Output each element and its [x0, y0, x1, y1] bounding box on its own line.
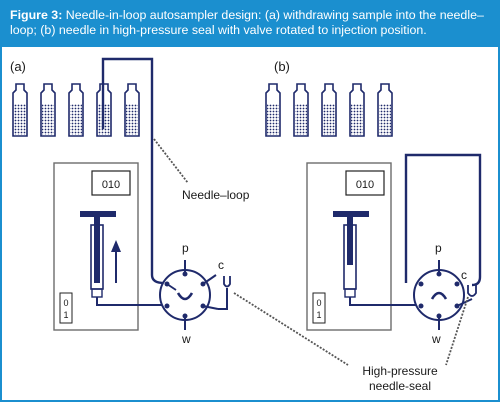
port-w-b: w: [431, 332, 441, 346]
needle-loop-leader: [153, 138, 189, 184]
seal-leader-b: [445, 296, 469, 366]
seal-callout-line2: needle-seal: [369, 379, 431, 393]
vial: [12, 83, 28, 137]
panel-b-label: (b): [274, 59, 290, 74]
needle-loop-tubing-b: [404, 153, 482, 287]
vial: [321, 83, 337, 137]
panel-a-label: (a): [10, 59, 26, 74]
injection-valve-a: [159, 260, 219, 330]
injection-valve-b: [413, 260, 473, 330]
vial: [124, 83, 140, 137]
sample-vials-a: [12, 83, 140, 137]
vial: [68, 83, 84, 137]
port-c-a: c: [218, 258, 224, 272]
up-arrow-icon: [111, 240, 121, 283]
vial: [40, 83, 56, 137]
needle-loop-tubing-a: [101, 57, 165, 285]
indicator-bottom-b: 1: [316, 310, 321, 320]
indicator-top-a: 0: [63, 298, 68, 308]
needle-seal-b: [467, 285, 477, 297]
needle-loop-callout: Needle–loop: [182, 188, 250, 202]
display-value-a: 010: [102, 179, 120, 191]
needle-seal-a: [223, 276, 231, 288]
display-value-b: 010: [356, 179, 374, 191]
caption-figure-label: Figure 3:: [10, 8, 63, 22]
port-w-a: w: [181, 332, 191, 346]
port-p-b: p: [435, 241, 442, 255]
syringe-b: [333, 211, 422, 306]
vial: [349, 83, 365, 137]
vial: [377, 83, 393, 137]
display-box-b: [345, 170, 385, 196]
caption-text: Needle-in-loop autosampler design: (a) w…: [10, 8, 484, 37]
figure-caption: Figure 3: Needle-in-loop autosampler des…: [2, 2, 498, 47]
vial: [293, 83, 309, 137]
position-indicator-a: [59, 292, 73, 324]
sample-vials-b: [265, 83, 393, 137]
indicator-bottom-a: 1: [63, 310, 68, 320]
syringe-a: [80, 211, 172, 306]
port-p-a: p: [182, 241, 189, 255]
vial: [265, 83, 281, 137]
display-box-a: [91, 170, 131, 196]
seal-leader-a: [233, 292, 349, 366]
seal-callout-line1: High-pressure: [362, 364, 438, 378]
port-c-b: c: [461, 268, 467, 282]
indicator-top-b: 0: [316, 298, 321, 308]
position-indicator-b: [312, 292, 326, 324]
autosampler-diagram: (a): [10, 57, 482, 393]
